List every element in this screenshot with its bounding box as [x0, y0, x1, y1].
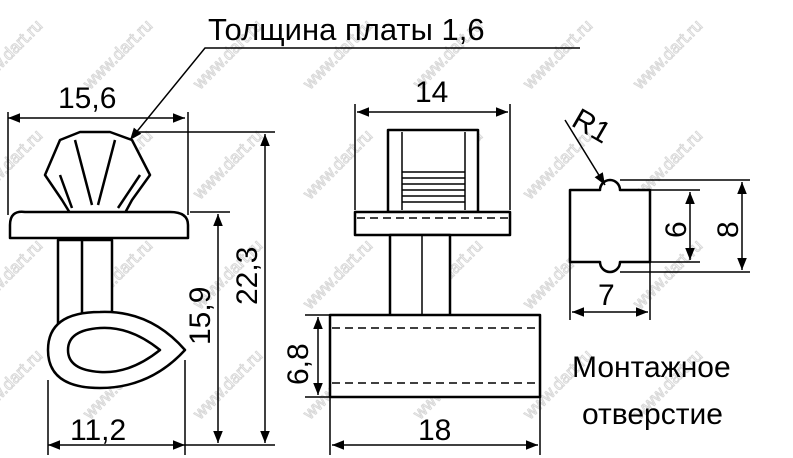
dim-15-9: 15,9	[184, 287, 217, 345]
dim-11-2: 11,2	[70, 414, 126, 447]
dim-8: 8	[712, 221, 745, 238]
watermark-text: www.dart.ru	[189, 346, 267, 424]
watermark-text: www.dart.ru	[629, 16, 707, 94]
middle-view-clip	[328, 128, 542, 399]
watermark-text: www.dart.ru	[519, 16, 597, 94]
watermark-text: www.dart.ru	[0, 346, 46, 424]
board-thickness-label: Толщина платы 1,6	[208, 12, 485, 47]
dim-6: 6	[660, 221, 693, 238]
watermark-text: www.dart.ru	[0, 126, 46, 204]
dim-22-3: 22,3	[231, 247, 264, 305]
watermark-text: www.dart.ru	[299, 236, 377, 314]
title-leader	[129, 47, 580, 141]
dim-7: 7	[598, 279, 615, 312]
dim-15-6: 15,6	[58, 82, 116, 115]
dim-18: 18	[418, 414, 451, 447]
watermark-text: www.dart.ru	[189, 126, 267, 204]
left-view-clip	[8, 130, 190, 390]
mounting-hole-shape	[568, 178, 652, 274]
dim-14: 14	[415, 76, 448, 109]
hole-caption-line2: отверстие	[582, 398, 723, 431]
hole-caption-line1: Монтажное	[572, 351, 731, 384]
watermark-text: www.dart.ru	[299, 126, 377, 204]
watermark-text: www.dart.ru	[0, 16, 46, 94]
watermark-text: www.dart.ru	[0, 236, 46, 314]
dim-6-8: 6,8	[282, 343, 315, 385]
